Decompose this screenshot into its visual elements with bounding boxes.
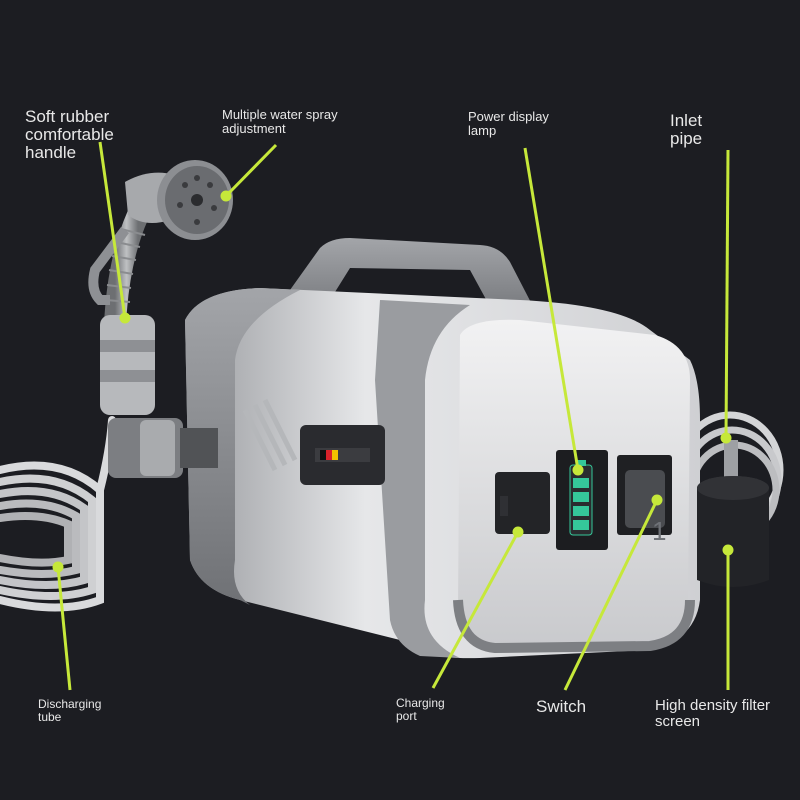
filter-screen [697, 440, 769, 587]
label-power-display-lamp: Power display lamp [468, 109, 549, 138]
callout-line-inlet [724, 149, 730, 439]
label-handle: Soft rubber comfortable handle [25, 107, 114, 162]
outlet-connector [108, 418, 218, 478]
pump-body [185, 288, 700, 659]
power-switch: 1 [617, 455, 672, 546]
label-switch: Switch [536, 697, 587, 716]
discharging-tube-coil [0, 416, 116, 612]
spray-gun [88, 160, 233, 415]
callout-line-spray [224, 143, 278, 198]
callout-dot-spray [220, 190, 232, 202]
callout-dot-switch [651, 494, 663, 506]
label-charging-port: Charging port [396, 696, 445, 723]
power-display-lamp [556, 450, 608, 550]
callout-line-power-lamp [523, 147, 580, 471]
label-inlet-pipe: Inlet pipe [670, 111, 703, 148]
callout-line-charging [431, 531, 520, 689]
label-spray-adjustment: Multiple water spray adjustment [222, 107, 338, 136]
svg-text:1: 1 [652, 516, 666, 546]
callout-dot-discharging [52, 561, 64, 573]
carry-handle [290, 238, 540, 325]
charging-port [495, 472, 550, 534]
callout-dot-handle [119, 312, 131, 324]
callout-dot-charging [512, 526, 524, 538]
callout-dot-filter [722, 544, 734, 556]
callout-line-handle [98, 141, 127, 319]
callout-line-discharging [56, 566, 72, 691]
callout-line-switch [563, 499, 659, 691]
callout-lines [52, 141, 734, 691]
label-filter-screen: High density filter screen [655, 697, 771, 730]
callout-dot-inlet [720, 432, 732, 444]
callout-dot-power-lamp [572, 464, 584, 476]
label-discharging-tube: Discharging tube [38, 697, 102, 724]
